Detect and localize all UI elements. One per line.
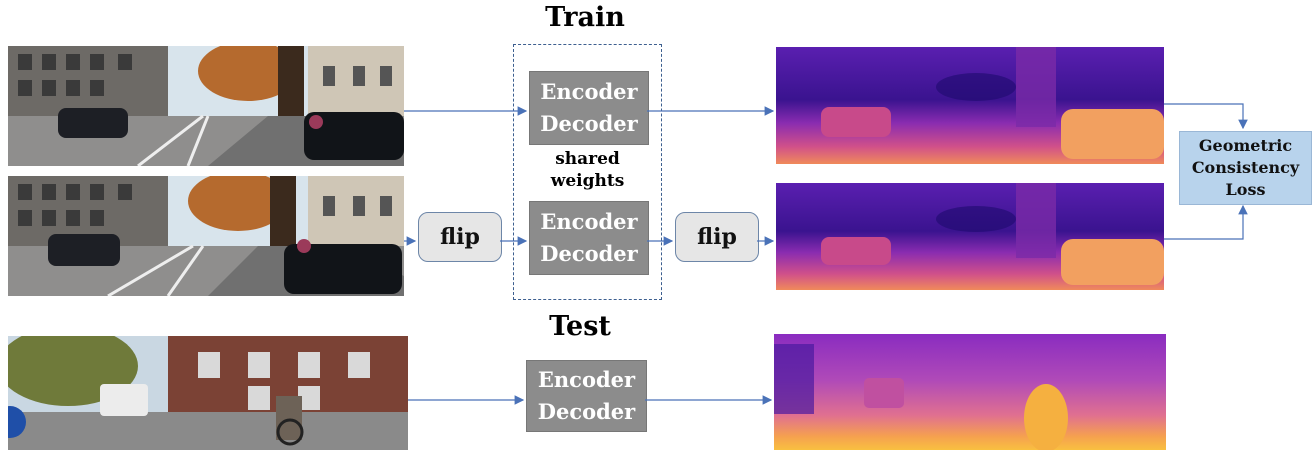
encoder-label: Encoder: [540, 79, 638, 104]
depth-map-test: [774, 334, 1166, 450]
depth-map-original: [776, 47, 1164, 164]
encoder-decoder-test: Encoder Decoder: [526, 360, 647, 432]
test-title: Test: [549, 311, 611, 342]
encoder-decoder-top: Encoder Decoder: [529, 71, 649, 145]
flip-input-box: flip: [418, 212, 502, 262]
depth-map-flipped: [776, 183, 1164, 290]
test-input-image: [8, 336, 408, 450]
encoder-label: Encoder: [537, 367, 636, 392]
decoder-label: Decoder: [540, 241, 638, 266]
shared-weights-box: [513, 44, 662, 300]
decoder-label: Decoder: [537, 399, 636, 424]
input-image-copy: [8, 176, 404, 296]
train-title: Train: [545, 2, 625, 33]
loss-line-2: Consistency: [1191, 158, 1300, 177]
input-image-original: [8, 46, 404, 166]
arrow-depth-to-loss-top: [1164, 103, 1248, 130]
shared-line: shared: [555, 149, 620, 169]
flip-output-box: flip: [675, 212, 759, 262]
geometric-consistency-loss-box: Geometric Consistency Loss: [1179, 131, 1312, 205]
loss-line-3: Loss: [1225, 180, 1266, 199]
encoder-label: Encoder: [540, 209, 638, 234]
decoder-label: Decoder: [540, 111, 638, 136]
arrow-depth-to-loss-bottom: [1164, 204, 1248, 240]
weights-line: weights: [550, 171, 625, 191]
shared-weights-label: shared weights: [530, 148, 645, 192]
encoder-decoder-middle: Encoder Decoder: [529, 201, 649, 275]
loss-line-1: Geometric: [1198, 136, 1293, 155]
